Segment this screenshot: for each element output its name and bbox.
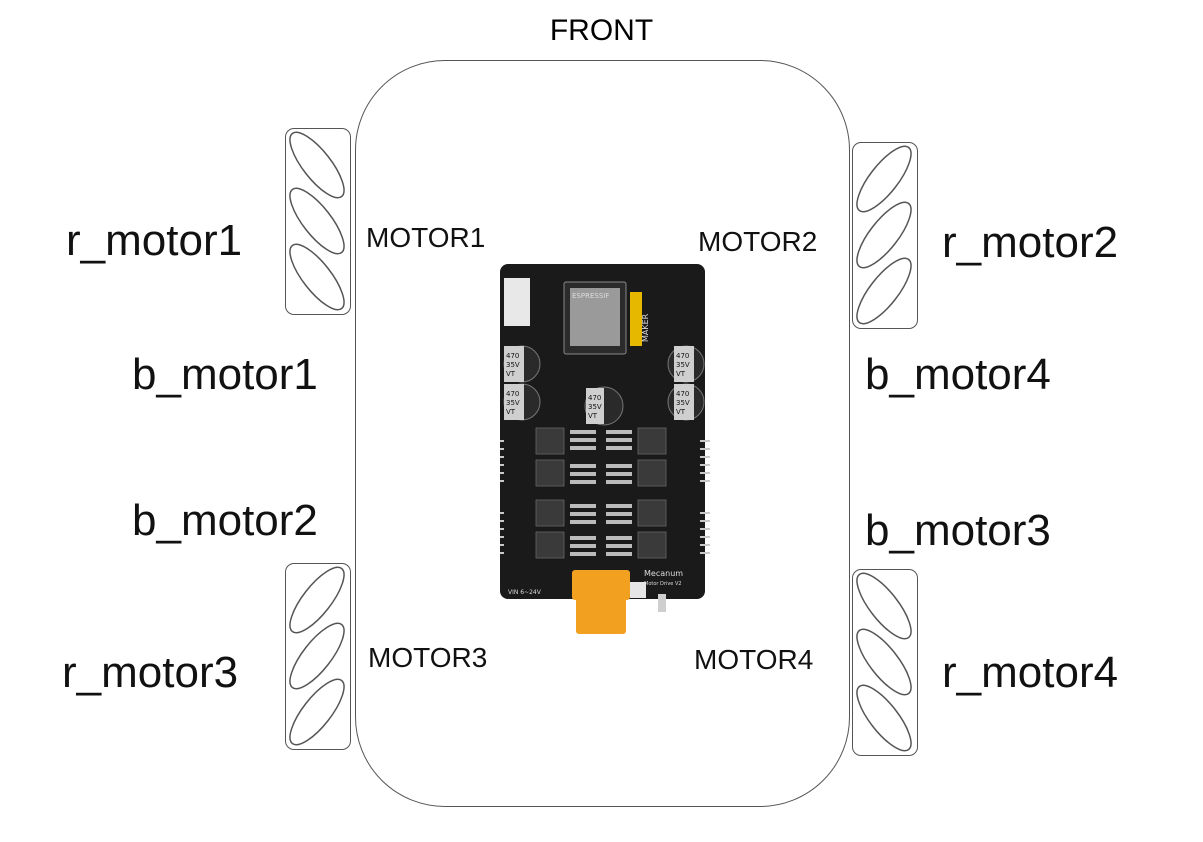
capacitor-bottom-left: 470 35V VT [503, 383, 541, 421]
b-motor2-label: b_motor2 [132, 496, 318, 545]
mecanum-rollers-icon [289, 566, 345, 746]
wheel-front-right [852, 142, 918, 329]
r-motor2-label: r_motor2 [942, 218, 1119, 267]
motor1-label: MOTOR1 [366, 222, 486, 253]
r-motor1-label: r_motor1 [66, 216, 243, 265]
svg-text:470: 470 [676, 390, 689, 398]
b-motor3-label: b_motor3 [865, 506, 1051, 555]
svg-text:470: 470 [506, 390, 519, 398]
mecanum-rollers-icon [856, 572, 912, 752]
svg-text:470: 470 [676, 352, 689, 360]
svg-text:VT: VT [588, 412, 598, 420]
motor3-label: MOTOR3 [368, 642, 488, 673]
motor4-label: MOTOR4 [694, 644, 814, 675]
b-motor4-label: b_motor4 [865, 350, 1051, 399]
svg-text:35V: 35V [676, 399, 690, 407]
wheel-rear-left [285, 563, 351, 750]
r-motor4-label: r_motor4 [942, 648, 1119, 697]
svg-text:VT: VT [506, 408, 516, 416]
module-text: ESPRESSIF [572, 292, 609, 300]
capacitor-top-left: 470 35V VT [503, 345, 541, 383]
product-name: Mecanum [644, 569, 683, 578]
motor-driver-board: ESPRESSIF MAKER 470 35V VT 470 35V VT 47… [500, 264, 710, 638]
svg-text:VT: VT [676, 370, 686, 378]
mecanum-rollers-icon [856, 145, 912, 325]
r-motor3-label: r_motor3 [62, 648, 239, 697]
svg-text:35V: 35V [676, 361, 690, 369]
wheel-rear-right [852, 569, 918, 756]
svg-text:35V: 35V [506, 399, 520, 407]
svg-text:35V: 35V [588, 403, 602, 411]
brand-text: MAKER [641, 313, 650, 342]
b-motor1-label: b_motor1 [132, 350, 318, 399]
vin-label: VIN 6~24V [508, 589, 542, 596]
wheel-front-left [285, 128, 351, 315]
svg-text:470: 470 [588, 394, 601, 402]
capacitor-right-top: 470 35V VT [667, 345, 705, 383]
svg-text:VT: VT [506, 370, 516, 378]
svg-text:VT: VT [676, 408, 686, 416]
front-label: FRONT [549, 14, 654, 47]
motor2-label: MOTOR2 [698, 226, 818, 257]
capacitor-center: 470 35V VT [584, 386, 624, 426]
mecanum-rollers-icon [289, 131, 345, 311]
product-sub: Motor Drive V2 [644, 581, 682, 587]
capacitor-right-bottom: 470 35V VT [667, 383, 705, 421]
svg-text:35V: 35V [506, 361, 520, 369]
svg-text:470: 470 [506, 352, 519, 360]
